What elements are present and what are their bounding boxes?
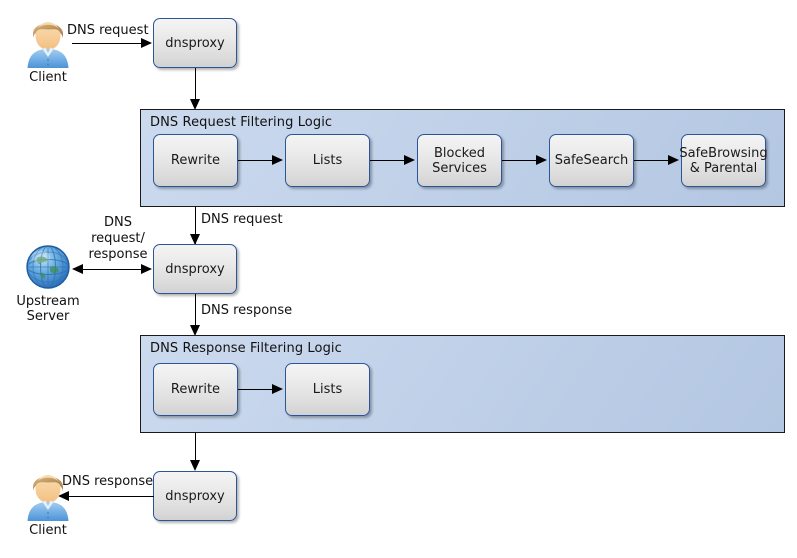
request-edge-2-line — [370, 160, 408, 161]
edge-label-proxy-to-client: DNS response — [62, 474, 154, 489]
edge-proxy-to-request-panel-arrowhead — [189, 99, 200, 110]
edge-upstream-exchange-line — [81, 269, 145, 270]
dnsproxy-bottom[interactable]: dnsproxy — [153, 471, 237, 521]
edge-proxy-to-client-line — [68, 496, 154, 497]
edge-upstream-exchange-arrowhead-right — [141, 263, 152, 274]
globe-icon — [22, 241, 74, 293]
request-edge-4-line — [634, 160, 672, 161]
response-stage-rewrite-label: Rewrite — [170, 382, 221, 397]
client-top-label: Client — [29, 70, 67, 85]
dnsproxy-top[interactable]: dnsproxy — [153, 18, 237, 68]
edge-proxy-to-request-panel-line — [195, 68, 196, 108]
edge-response-panel-to-proxy-arrowhead — [189, 460, 200, 471]
dns-response-filtering-title: DNS Response Filtering Logic — [150, 341, 342, 356]
request-stage-safebrowsing-parental-label-line1: SafeBrowsing — [679, 145, 768, 161]
request-stage-safebrowsing-parental[interactable]: SafeBrowsing & Parental — [679, 134, 768, 187]
request-edge-1-line — [238, 160, 276, 161]
edge-client-to-proxy-line — [72, 43, 144, 44]
request-edge-1-arrowhead — [272, 154, 283, 165]
request-stage-safebrowsing-parental-label-line2: & Parental — [689, 160, 758, 176]
request-stage-rewrite[interactable]: Rewrite — [153, 134, 238, 187]
response-edge-1-arrowhead — [272, 383, 283, 394]
dnsproxy-top-label: dnsproxy — [165, 35, 225, 51]
response-edge-1-line — [238, 389, 276, 390]
edge-request-panel-to-proxy-arrowhead — [189, 234, 200, 245]
edge-label-upstream-exchange-line1: DNS — [104, 215, 132, 230]
edge-request-panel-to-proxy-line — [195, 207, 196, 244]
user-avatar-icon-bottom — [22, 466, 74, 522]
edge-proxy-to-response-panel-line — [195, 294, 196, 334]
edge-label-client-to-proxy: DNS request — [67, 23, 149, 38]
upstream-server-label: Upstream Server — [0, 294, 98, 324]
response-stage-rewrite[interactable]: Rewrite — [153, 363, 238, 416]
edge-response-panel-to-proxy-line — [195, 433, 196, 469]
request-stage-blocked-services-label-line1: Blocked — [434, 145, 485, 161]
upstream-server-label-line2: Server — [26, 309, 70, 324]
request-edge-3-arrowhead — [536, 154, 547, 165]
request-edge-4-arrowhead — [668, 154, 679, 165]
request-edge-2-arrowhead — [404, 154, 415, 165]
edge-label-request-panel-to-proxy: DNS request — [201, 212, 283, 227]
request-stage-blocked-services-label-line2: Services — [432, 160, 487, 176]
request-stage-lists[interactable]: Lists — [285, 134, 370, 187]
response-stage-lists-label: Lists — [312, 382, 343, 397]
dnsproxy-middle[interactable]: dnsproxy — [153, 244, 237, 294]
dnsproxy-middle-label: dnsproxy — [165, 261, 225, 277]
request-edge-3-line — [502, 160, 540, 161]
edge-client-to-proxy-arrowhead — [141, 37, 152, 48]
edge-proxy-to-response-panel-arrowhead — [189, 325, 200, 336]
request-stage-blocked-services[interactable]: Blocked Services — [417, 134, 502, 187]
edge-label-upstream-exchange-line3: response — [88, 247, 148, 262]
dns-request-filtering-title: DNS Request Filtering Logic — [150, 115, 333, 130]
request-stage-lists-label: Lists — [312, 153, 343, 168]
edge-upstream-exchange-arrowhead-left — [72, 263, 83, 274]
edge-label-upstream-exchange: DNS request/ response — [75, 215, 161, 263]
user-avatar-icon — [22, 13, 74, 69]
edge-proxy-to-client-arrowhead — [58, 490, 69, 501]
request-stage-safesearch[interactable]: SafeSearch — [549, 134, 634, 187]
request-stage-safesearch-label: SafeSearch — [554, 153, 629, 168]
upstream-server-label-line1: Upstream — [16, 294, 80, 309]
response-stage-lists[interactable]: Lists — [285, 363, 370, 416]
dnsproxy-bottom-label: dnsproxy — [165, 488, 225, 504]
dns-response-filtering-panel: DNS Response Filtering Logic — [140, 335, 785, 433]
edge-label-proxy-to-response-panel: DNS response — [201, 303, 293, 318]
edge-label-upstream-exchange-line2: request/ — [91, 231, 145, 246]
client-bottom-label: Client — [29, 523, 67, 538]
request-stage-rewrite-label: Rewrite — [170, 153, 221, 168]
